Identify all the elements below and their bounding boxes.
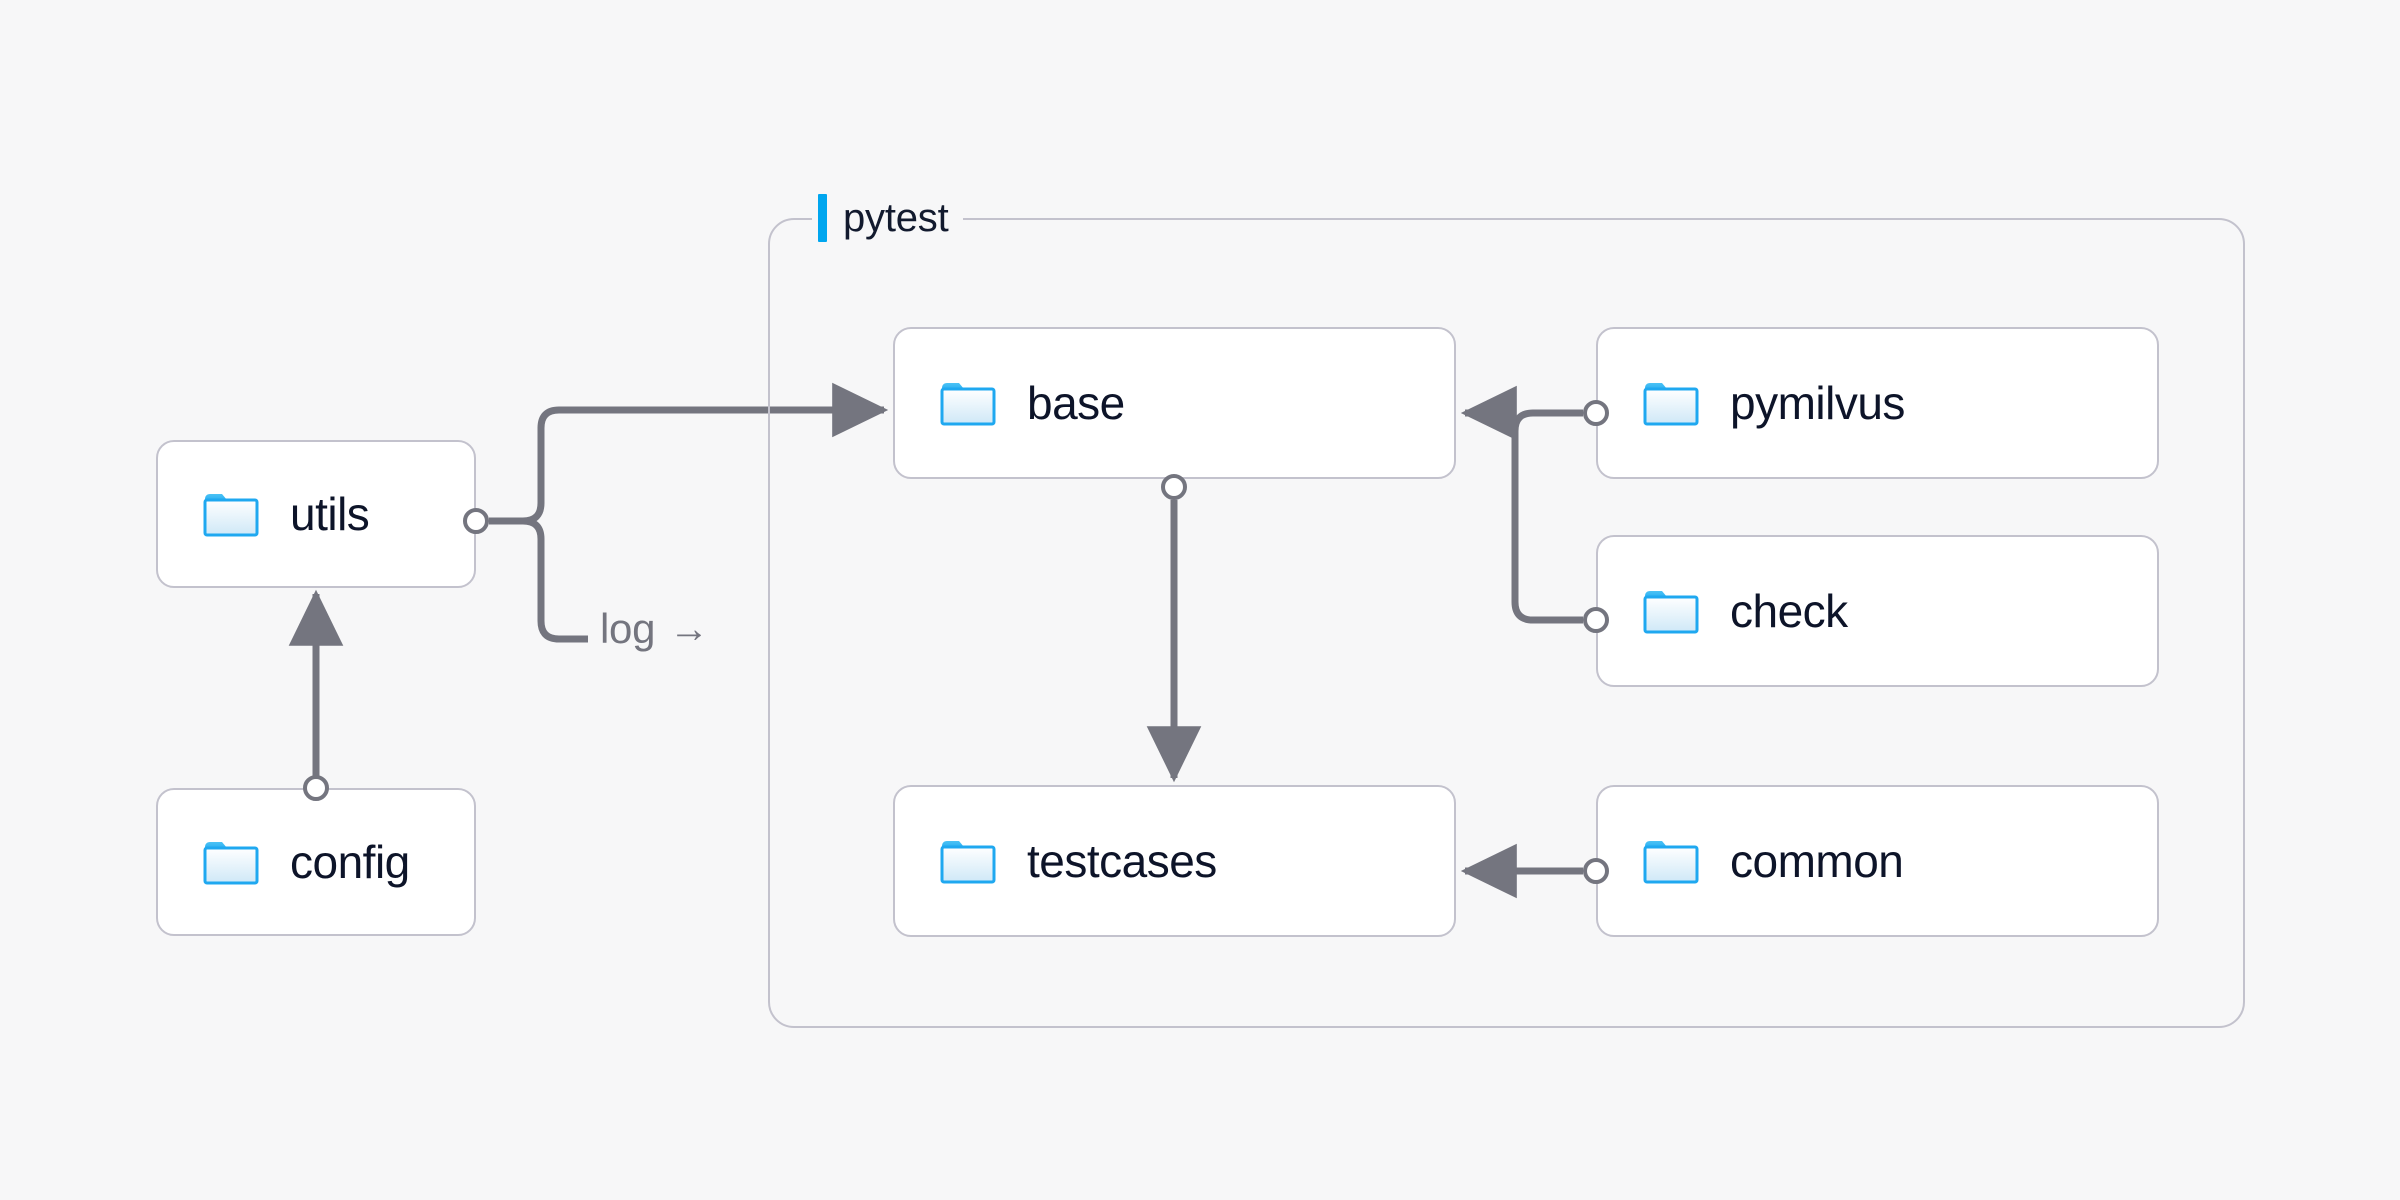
group-label-text: pytest	[843, 195, 949, 240]
port-config-top[interactable]	[303, 775, 329, 801]
node-pymilvus[interactable]: pymilvus	[1596, 327, 2159, 479]
folder-icon	[940, 841, 996, 884]
port-common-left[interactable]	[1583, 858, 1609, 884]
group-accent-bar	[818, 194, 827, 242]
node-base[interactable]: base	[893, 327, 1456, 479]
folder-icon	[203, 494, 259, 537]
node-label: common	[1730, 835, 1904, 887]
node-label: testcases	[1027, 835, 1217, 887]
folder-icon	[1643, 591, 1699, 634]
port-utils-right[interactable]	[463, 508, 489, 534]
arrow-right-icon: →	[669, 607, 709, 651]
node-label: base	[1027, 377, 1125, 429]
node-label: config	[290, 836, 410, 888]
node-utils[interactable]: utils	[156, 440, 476, 588]
folder-icon	[940, 383, 996, 426]
group-pytest[interactable]	[768, 218, 2245, 1028]
node-testcases[interactable]: testcases	[893, 785, 1456, 937]
node-label: check	[1730, 585, 1848, 637]
folder-icon	[1643, 383, 1699, 426]
edge-label-log: log →	[600, 605, 709, 653]
edge-label-text: log	[600, 605, 656, 652]
port-pymilvus-left[interactable]	[1583, 400, 1609, 426]
node-common[interactable]: common	[1596, 785, 2159, 937]
folder-icon	[203, 842, 259, 885]
port-check-left[interactable]	[1583, 607, 1609, 633]
node-config[interactable]: config	[156, 788, 476, 936]
node-check[interactable]: check	[1596, 535, 2159, 687]
edge-utils-to-log	[522, 517, 588, 643]
port-base-bottom[interactable]	[1161, 474, 1187, 500]
folder-icon	[1643, 841, 1699, 884]
group-pytest-label: pytest	[812, 187, 963, 249]
node-label: pymilvus	[1730, 377, 1905, 429]
node-label: utils	[290, 488, 370, 540]
